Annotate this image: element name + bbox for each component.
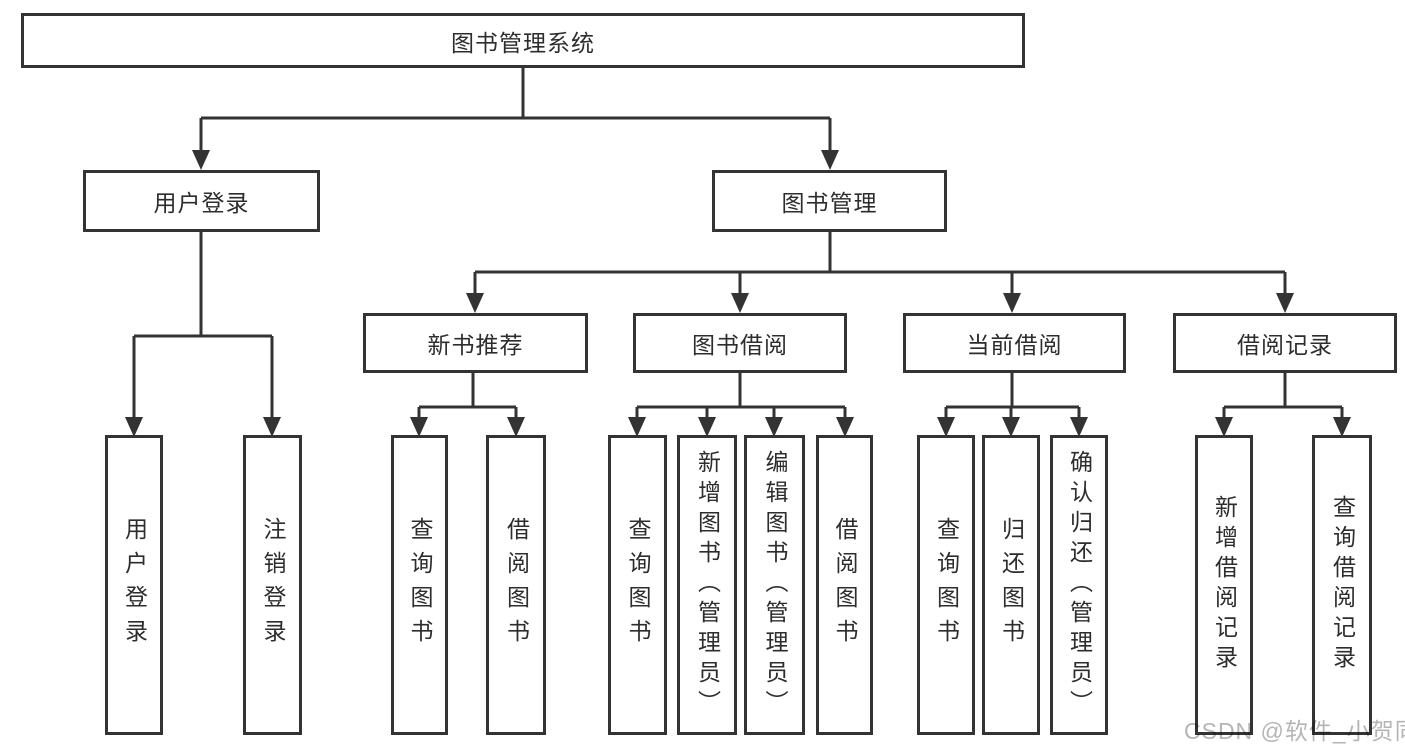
arrow-down-icon bbox=[836, 417, 854, 437]
node-current-borrowing: 当前借阅 bbox=[903, 313, 1126, 373]
node-label: 图书管理 bbox=[781, 190, 878, 216]
leaf-records-query-record: 查询借阅记录 bbox=[1312, 435, 1372, 735]
leaf-user-login: 用户登录 bbox=[105, 435, 163, 735]
node-label: 新增图书（管理员） bbox=[694, 450, 721, 720]
arrow-down-icon bbox=[698, 417, 716, 437]
arrow-down-icon bbox=[125, 417, 143, 437]
node-new-book-recommend: 新书推荐 bbox=[363, 313, 588, 373]
arrow-down-icon bbox=[937, 417, 955, 437]
arrow-down-icon bbox=[507, 417, 525, 437]
node-label: 注销登录 bbox=[260, 517, 286, 653]
connector-book-borrowing bbox=[635, 373, 847, 419]
arrow-down-icon bbox=[628, 417, 646, 437]
leaf-borrowing-query-books: 查询图书 bbox=[608, 435, 667, 735]
connector-user-login bbox=[132, 232, 274, 419]
node-label: 借阅记录 bbox=[1237, 332, 1333, 358]
node-label: 确认归还（管理员） bbox=[1066, 450, 1093, 720]
arrow-down-icon bbox=[192, 150, 210, 170]
arrow-down-icon bbox=[1276, 293, 1294, 313]
node-user-login: 用户登录 bbox=[83, 170, 320, 232]
arrow-down-icon bbox=[765, 417, 783, 437]
node-label: 查询借阅记录 bbox=[1329, 495, 1356, 675]
arrowheads bbox=[125, 150, 1351, 437]
node-label: 图书借阅 bbox=[692, 332, 788, 358]
node-label: 借阅图书 bbox=[832, 517, 858, 653]
connector-borrow-records bbox=[1222, 373, 1344, 419]
node-library-management-system: 图书管理系统 bbox=[21, 13, 1025, 68]
arrow-down-icon bbox=[1002, 417, 1020, 437]
leaf-borrowing-edit-books-admin: 编辑图书（管理员） bbox=[744, 435, 805, 735]
connector-root bbox=[199, 68, 832, 152]
arrow-down-icon bbox=[1070, 417, 1088, 437]
leaf-borrowing-add-books-admin: 新增图书（管理员） bbox=[677, 435, 737, 735]
node-label: 查询图书 bbox=[407, 517, 433, 653]
leaf-current-query-books: 查询图书 bbox=[917, 435, 975, 735]
node-label: 当前借阅 bbox=[966, 332, 1063, 358]
node-borrow-records: 借阅记录 bbox=[1173, 313, 1397, 373]
node-book-borrowing: 图书借阅 bbox=[633, 313, 847, 373]
node-book-management: 图书管理 bbox=[712, 170, 947, 232]
arrow-down-icon bbox=[263, 417, 281, 437]
arrow-down-icon bbox=[466, 293, 484, 313]
node-label: 新增借阅记录 bbox=[1211, 495, 1238, 675]
arrow-down-icon bbox=[821, 150, 839, 170]
node-label: 用户登录 bbox=[153, 190, 250, 216]
leaf-current-return-books: 归还图书 bbox=[982, 435, 1040, 735]
leaf-borrowing-borrow-books: 借阅图书 bbox=[816, 435, 873, 735]
connector-new-book-recommend bbox=[417, 373, 518, 419]
node-label: 新书推荐 bbox=[427, 332, 524, 358]
node-label: 用户登录 bbox=[121, 517, 148, 653]
csdn-watermark: CSDN @软件_小贺同学 bbox=[1184, 718, 1405, 744]
connector-book-management bbox=[473, 232, 1287, 295]
node-label: 图书管理系统 bbox=[451, 29, 595, 56]
arrow-down-icon bbox=[410, 417, 428, 437]
arrow-down-icon bbox=[1333, 417, 1351, 437]
node-label: 查询图书 bbox=[933, 517, 960, 653]
leaf-recommend-borrow-books: 借阅图书 bbox=[486, 435, 546, 735]
node-label: 编辑图书（管理员） bbox=[762, 450, 788, 720]
node-label: 查询图书 bbox=[625, 517, 651, 653]
arrow-down-icon bbox=[1215, 417, 1233, 437]
leaf-records-add-record: 新增借阅记录 bbox=[1195, 435, 1253, 735]
leaf-recommend-query-books: 查询图书 bbox=[391, 435, 448, 735]
arrow-down-icon bbox=[731, 293, 749, 313]
node-label: 借阅图书 bbox=[503, 517, 530, 653]
leaf-logout: 注销登录 bbox=[243, 435, 302, 735]
arrow-down-icon bbox=[1003, 293, 1021, 313]
connector-current-borrowing bbox=[944, 373, 1081, 419]
node-label: 归还图书 bbox=[998, 517, 1025, 653]
leaf-current-confirm-return-admin: 确认归还（管理员） bbox=[1050, 435, 1108, 735]
